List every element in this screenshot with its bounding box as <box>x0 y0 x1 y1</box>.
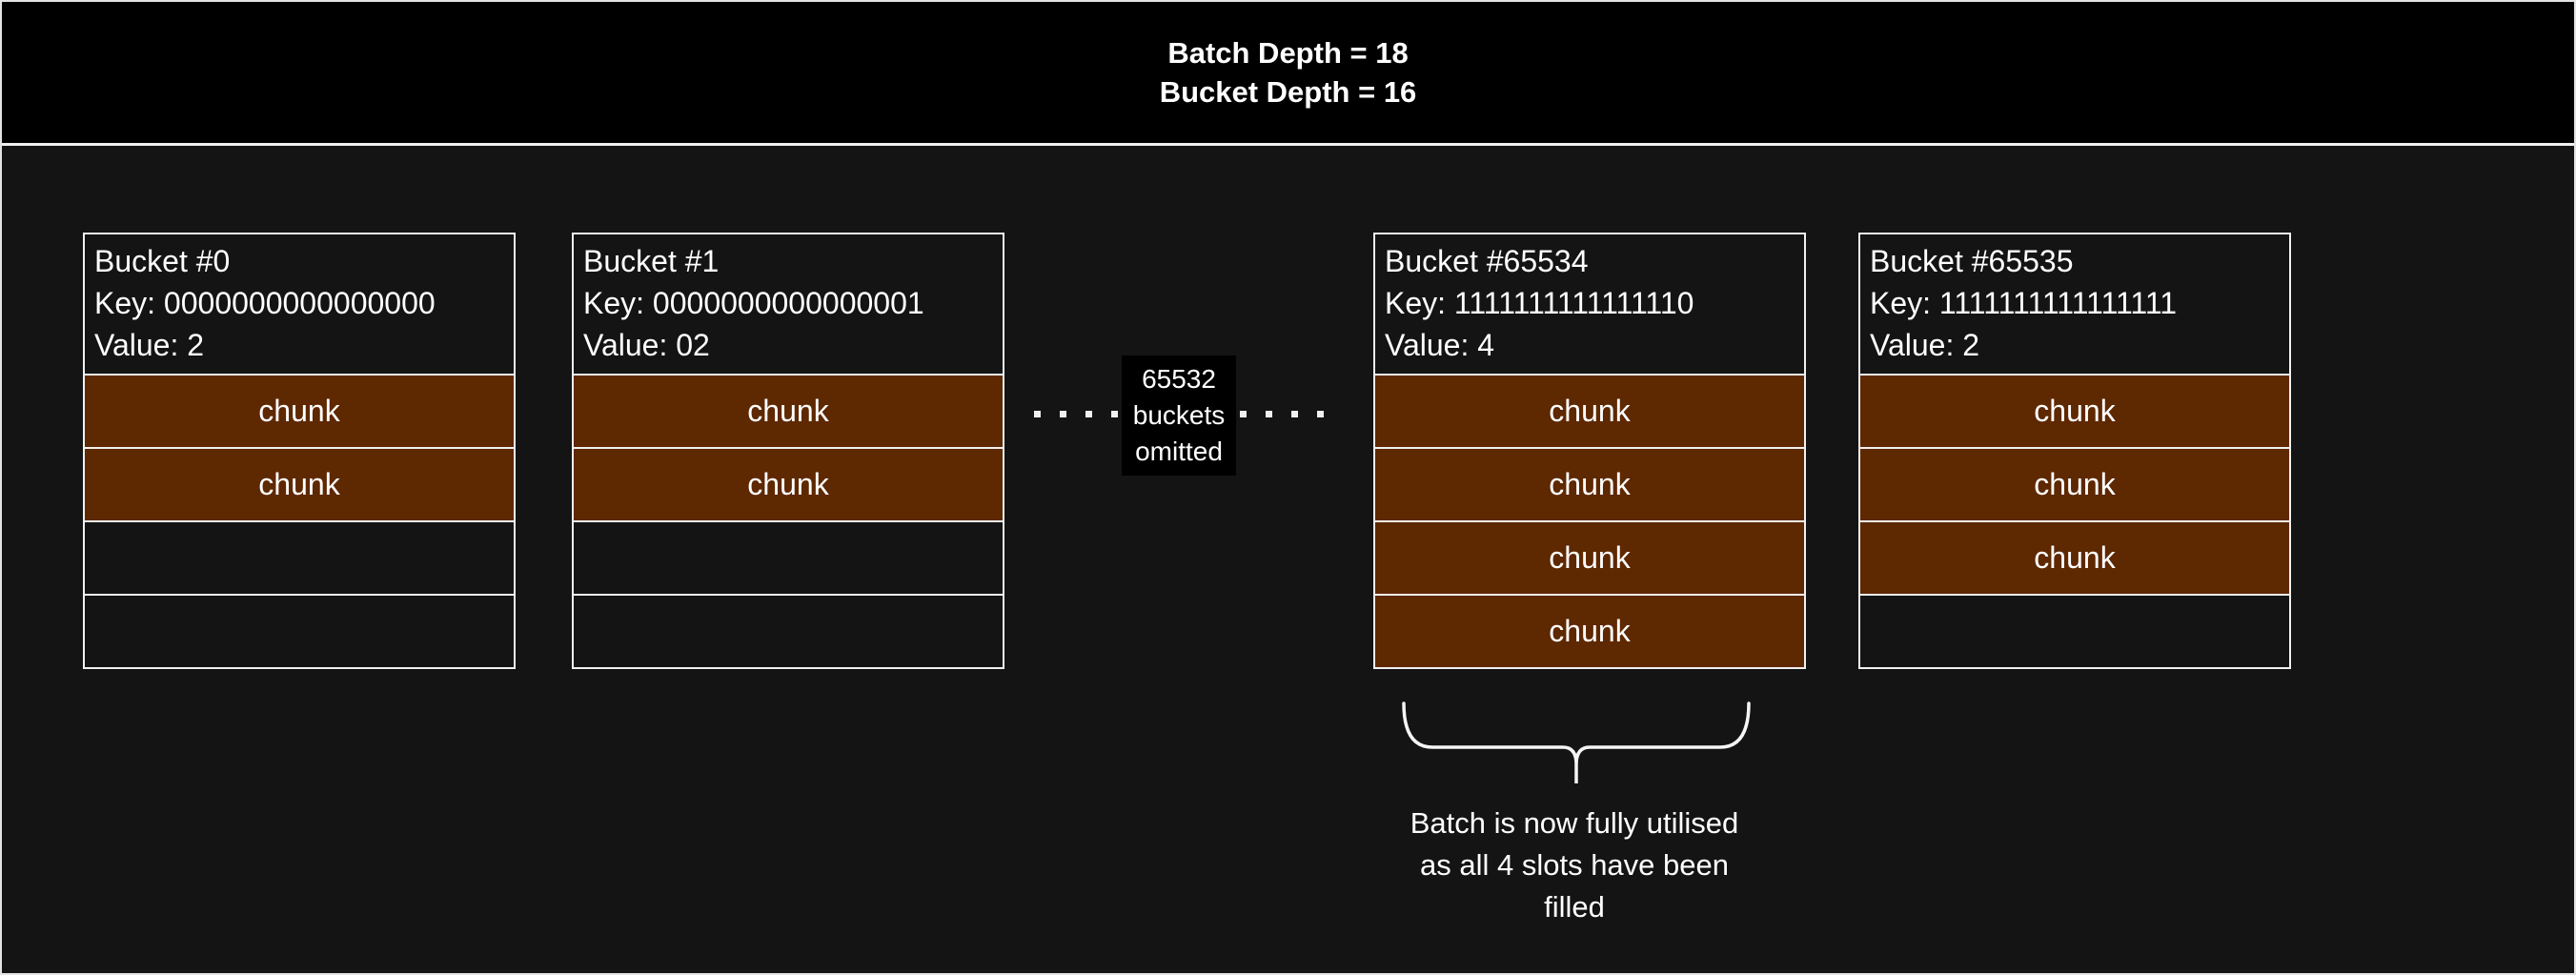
curly-brace <box>1402 701 1751 783</box>
empty-slot <box>1860 596 2289 667</box>
chunk-slot: chunk <box>1375 449 1804 522</box>
chunk-slot: chunk <box>1860 522 2289 596</box>
bucket-65535: Bucket #65535 Key: 1111111111111111 Valu… <box>1858 233 2291 669</box>
batch-full-annotation: Batch is now fully utilised as all 4 slo… <box>1410 806 1739 924</box>
chunk-slot: chunk <box>1860 449 2289 522</box>
empty-slot <box>85 596 514 667</box>
bucket-65535-key: Key: 1111111111111111 <box>1870 286 2178 320</box>
dot <box>1317 411 1324 417</box>
bucket-65535-title: Bucket #65535 <box>1870 244 2074 278</box>
chunk-slot: chunk <box>1375 596 1804 667</box>
empty-slot <box>574 596 1003 667</box>
chunk-slot: chunk <box>85 376 514 449</box>
bucket-65535-value: Value: 2 <box>1870 328 1980 362</box>
bucket-1-header: Bucket #1 Key: 0000000000000001 Value: 0… <box>574 234 1003 376</box>
chunk-slot: chunk <box>574 449 1003 522</box>
bucket-1-title: Bucket #1 <box>583 244 720 278</box>
bucket-65535-header: Bucket #65535 Key: 1111111111111111 Valu… <box>1860 234 2289 376</box>
ellipsis-dots-right <box>1240 411 1324 417</box>
bucket-0-header: Bucket #0 Key: 0000000000000000 Value: 2 <box>85 234 514 376</box>
chunk-slot: chunk <box>1860 376 2289 449</box>
bucket-0: Bucket #0 Key: 0000000000000000 Value: 2… <box>83 233 516 669</box>
bucket-65534: Bucket #65534 Key: 1111111111111110 Valu… <box>1373 233 1806 669</box>
title-bar: Batch Depth = 18 Bucket Depth = 16 <box>2 2 2574 146</box>
dot <box>1060 411 1066 417</box>
diagram-area: Bucket #0 Key: 0000000000000000 Value: 2… <box>2 146 2574 973</box>
bucket-1: Bucket #1 Key: 0000000000000001 Value: 0… <box>572 233 1004 669</box>
bucket-0-value: Value: 2 <box>94 328 205 362</box>
dot <box>1111 411 1118 417</box>
bucket-65534-title: Bucket #65534 <box>1385 244 1589 278</box>
bucket-65534-key: Key: 1111111111111110 <box>1385 286 1694 320</box>
chunk-slot: chunk <box>1375 522 1804 596</box>
ellipsis-dots-left <box>1034 411 1118 417</box>
empty-slot <box>574 522 1003 596</box>
chunk-slot: chunk <box>574 376 1003 449</box>
chunk-slot: chunk <box>1375 376 1804 449</box>
dot <box>1291 411 1298 417</box>
bucket-1-key: Key: 0000000000000001 <box>583 286 924 320</box>
chunk-slot: chunk <box>85 449 514 522</box>
bucket-65534-header: Bucket #65534 Key: 1111111111111110 Valu… <box>1375 234 1804 376</box>
bucket-depth-label: Bucket Depth = 16 <box>1159 75 1417 109</box>
omitted-buckets-note: 65532 buckets omitted <box>1122 355 1236 476</box>
bucket-65534-value: Value: 4 <box>1385 328 1495 362</box>
dot <box>1085 411 1092 417</box>
bucket-1-value: Value: 02 <box>583 328 710 362</box>
dot <box>1266 411 1272 417</box>
batch-depth-label: Batch Depth = 18 <box>1167 36 1409 70</box>
bucket-0-key: Key: 0000000000000000 <box>94 286 436 320</box>
bucket-0-title: Bucket #0 <box>94 244 231 278</box>
dot <box>1034 411 1041 417</box>
empty-slot <box>85 522 514 596</box>
dot <box>1240 411 1247 417</box>
